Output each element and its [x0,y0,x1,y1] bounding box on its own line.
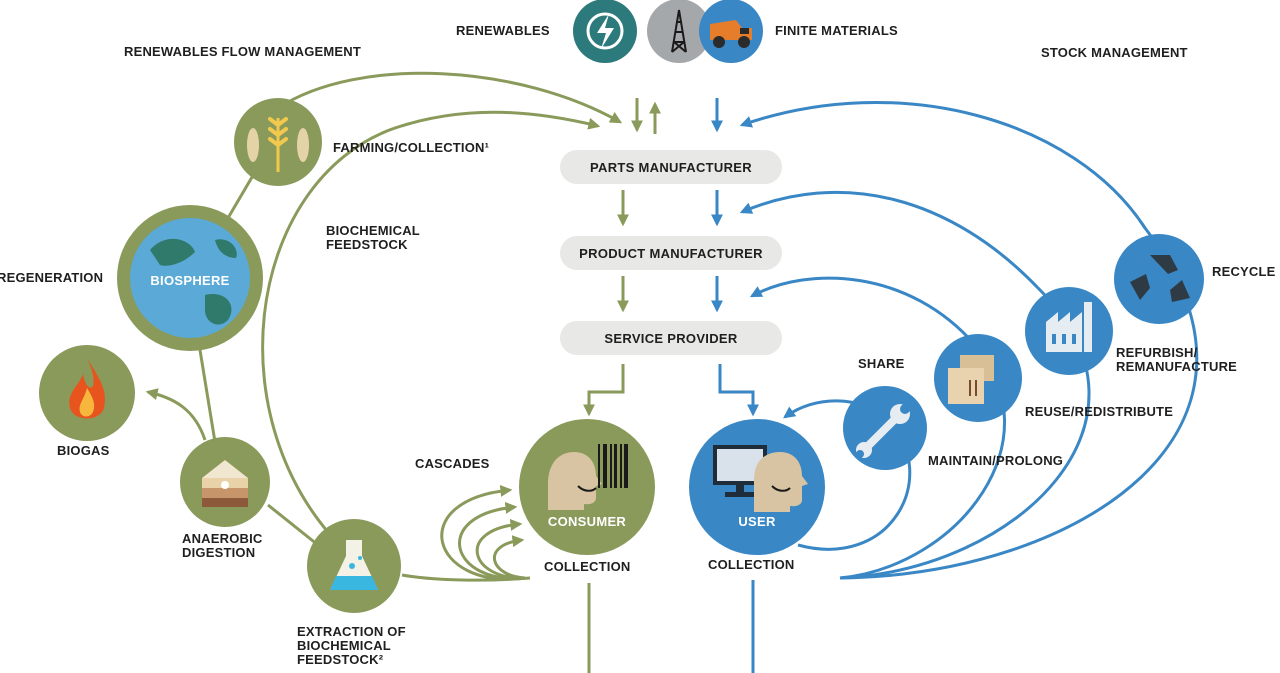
fish-wheat-icon [234,98,322,186]
user-label: USER [738,514,776,529]
user-collection-label: COLLECTION [708,557,795,572]
factory-icon [1025,287,1113,375]
soil-layers-icon [180,437,270,527]
mining-truck-icon [699,0,763,63]
finite-materials-label: FINITE MATERIALS [775,23,898,38]
computer-head-icon [689,419,825,555]
barcode-head-icon [519,419,655,555]
biosphere-digestion-line [198,349,217,443]
biochemical-feedstock-label: BIOCHEMICAL FEEDSTOCK [326,223,420,252]
globe-icon [117,205,263,351]
power-bolt-icon [573,0,637,63]
oil-derrick-icon [647,0,711,63]
flask-icon [307,519,401,613]
cascade-arrow-3 [475,518,526,580]
product-manufacturer-box: PRODUCT MANUFACTURER [560,236,782,270]
parts-manufacturer-box: PARTS MANUFACTURER [560,150,782,184]
wrench-icon [843,386,927,470]
maintain-label: MAINTAIN/PROLONG [928,453,1064,468]
cascade-arrow-4 [492,535,526,580]
service-to-user-arrow [718,364,759,417]
cascades-label: CASCADES [415,456,490,471]
farming-collection-label: FARMING/COLLECTION¹ [333,140,490,155]
biochemical-feedstock-arrow [261,110,601,562]
service-provider-box: SERVICE PROVIDER [560,321,782,355]
share-label: SHARE [858,356,905,371]
cascade-arrow-1 [440,484,526,581]
anaerobic-digestion-label: ANAEROBIC DIGESTION [182,531,263,560]
extraction-label: EXTRACTION OF BIOCHEMICAL FEEDSTOCK² [297,624,406,667]
digestion-to-biogas-arrow [145,388,207,441]
boxes-icon [934,334,1022,422]
regeneration-label: REGENERATION [0,270,104,285]
renewables-label: RENEWABLES [456,23,550,38]
cascade-arrow-2 [458,501,526,580]
digestion-extraction-line [267,503,319,547]
biosphere-label: BIOSPHERE [150,273,230,288]
biological-cycle-flows [145,71,661,673]
renewables-flow-management-title: RENEWABLES FLOW MANAGEMENT [124,44,362,59]
recycle-label: RECYCLE [1212,264,1276,279]
service-to-consumer-arrow [583,364,625,417]
consumer-collection-label: COLLECTION [544,559,631,574]
recycle-icon [1114,234,1204,324]
flame-icon [39,345,135,441]
reuse-label: REUSE/REDISTRIBUTE [1025,404,1174,419]
biogas-label: BIOGAS [57,443,110,458]
refurbish-label: REFURBISH/ REMANUFACTURE [1116,345,1238,374]
farming-biosphere-line [226,171,257,219]
stock-management-title: STOCK MANAGEMENT [1041,45,1188,60]
consumer-label: CONSUMER [547,514,627,529]
farming-to-parts-arrow [277,71,623,124]
